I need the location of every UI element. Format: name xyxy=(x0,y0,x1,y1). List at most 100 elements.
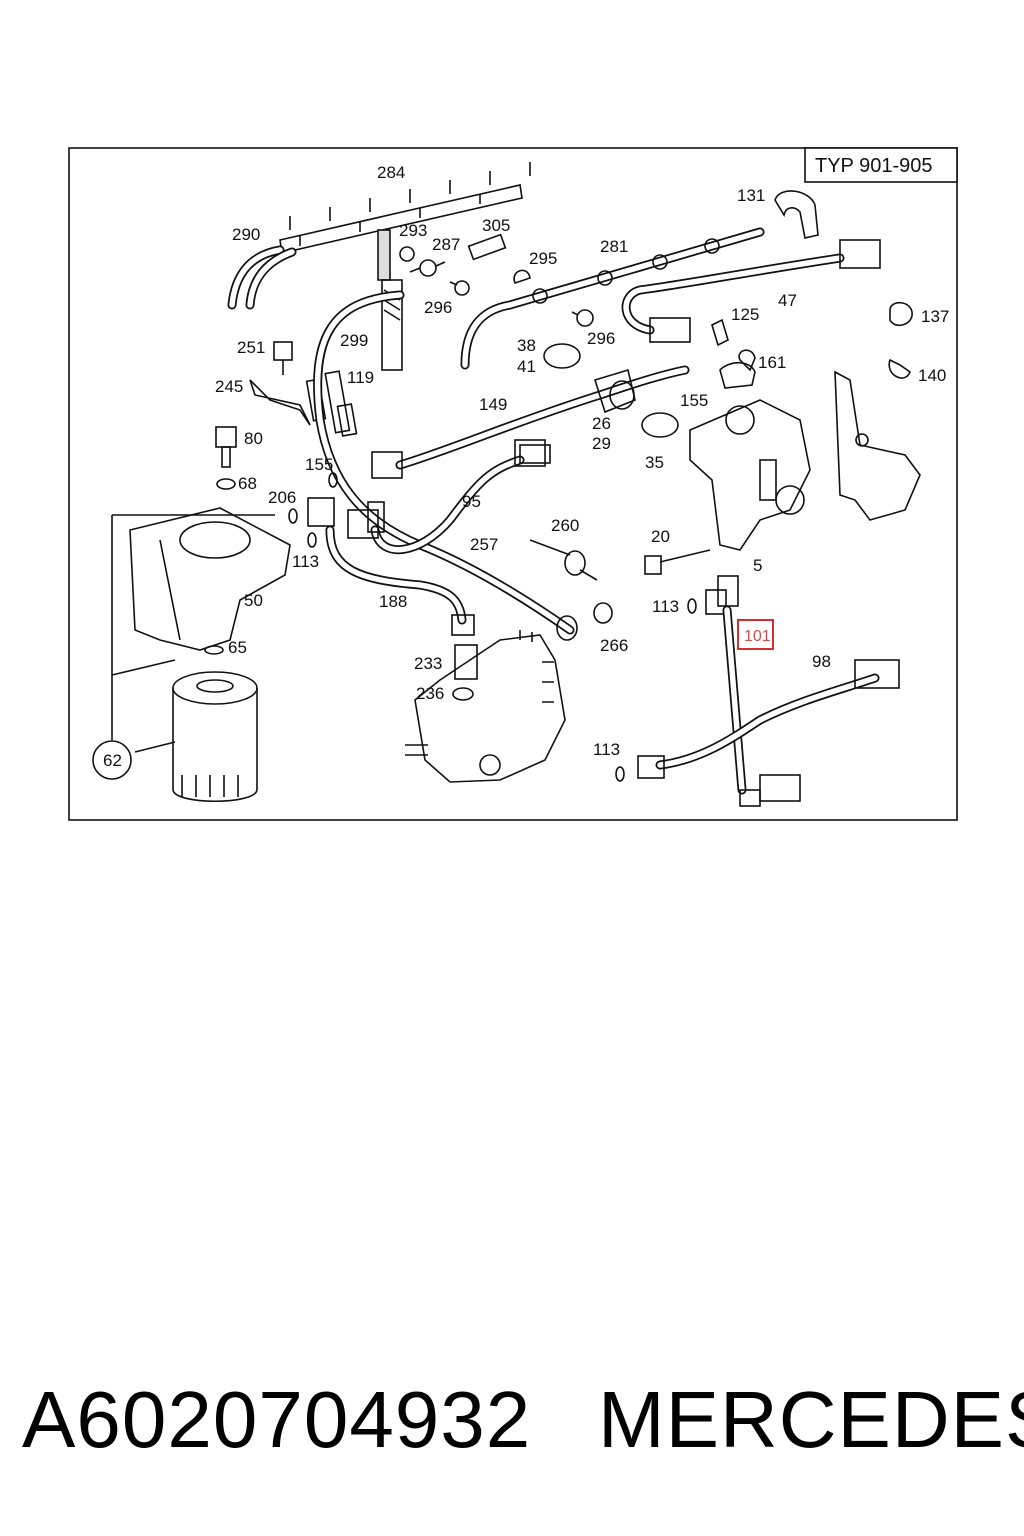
callout-line-62 xyxy=(111,514,275,753)
hose-281 xyxy=(460,227,765,370)
bracket-245 xyxy=(249,379,311,426)
banjo-fitting xyxy=(556,615,578,641)
bolt-260 xyxy=(529,539,598,581)
label-281: 281 xyxy=(600,237,628,256)
label-266: 266 xyxy=(600,636,628,655)
bolt-296-right xyxy=(571,309,594,327)
diagram-frame xyxy=(68,147,958,821)
callout-label-62: 62 xyxy=(103,751,122,770)
hose-149 xyxy=(371,365,690,479)
callout-circle-62 xyxy=(92,740,132,780)
clip-125 xyxy=(711,318,729,347)
label-257: 257 xyxy=(470,535,498,554)
label-290: 290 xyxy=(232,225,260,244)
parts-diagram: TYP 901-905 xyxy=(68,147,958,821)
label-29: 29 xyxy=(592,434,611,453)
label-119: 119 xyxy=(347,368,374,387)
hose-95 xyxy=(370,439,551,555)
label-113-right: 113 xyxy=(652,597,679,616)
label-41: 41 xyxy=(517,357,536,376)
washer-293 xyxy=(399,246,415,262)
filter-cartridge xyxy=(172,671,258,802)
label-68: 68 xyxy=(238,474,257,493)
type-box xyxy=(804,147,958,183)
label-137: 137 xyxy=(921,307,949,326)
label-113-left: 113 xyxy=(292,552,319,571)
label-26: 26 xyxy=(592,414,611,433)
part-number: A6020704932 xyxy=(22,1375,532,1464)
clip-161 xyxy=(738,349,756,372)
label-50: 50 xyxy=(244,591,263,610)
label-20: 20 xyxy=(651,527,670,546)
connector-5 xyxy=(705,575,739,615)
ring-113-right xyxy=(687,598,697,614)
label-233: 233 xyxy=(414,654,442,673)
ring-65 xyxy=(204,645,224,655)
label-125: 125 xyxy=(731,305,759,324)
label-284: 284 xyxy=(377,163,405,182)
hose-47 xyxy=(621,239,881,343)
ring-68 xyxy=(216,478,236,490)
ring-113-left xyxy=(307,532,317,548)
label-293: 293 xyxy=(399,221,427,240)
clip-295 xyxy=(513,269,531,285)
label-65: 65 xyxy=(228,638,247,657)
clip-140 xyxy=(888,358,911,379)
brand-name: MERCEDES xyxy=(598,1375,1024,1464)
label-155-right: 155 xyxy=(680,391,708,410)
label-236: 236 xyxy=(416,684,444,703)
label-38: 38 xyxy=(517,336,536,355)
label-287: 287 xyxy=(432,235,460,254)
fitting-287 xyxy=(409,259,446,277)
label-80: 80 xyxy=(244,429,263,448)
connector-bottom xyxy=(739,774,801,807)
valve-connector xyxy=(347,501,385,539)
injection-pump xyxy=(405,630,566,783)
label-245: 245 xyxy=(215,377,243,396)
washer-266 xyxy=(593,602,613,624)
pump-housing xyxy=(689,361,811,551)
label-155-left: 155 xyxy=(305,455,333,474)
label-206: 206 xyxy=(268,488,296,507)
bracket-right xyxy=(834,370,921,521)
clamp-35 xyxy=(641,412,679,438)
label-299: 299 xyxy=(340,331,368,350)
label-161: 161 xyxy=(758,353,786,372)
clip-131 xyxy=(774,190,819,239)
bolt-20 xyxy=(644,549,711,575)
label-188: 188 xyxy=(379,592,407,611)
fuel-line-101 xyxy=(722,605,747,795)
highlight-label-101: 101 xyxy=(744,628,771,645)
label-260: 260 xyxy=(551,516,579,535)
label-295: 295 xyxy=(529,249,557,268)
sleeve-26 xyxy=(593,368,636,414)
filter-housing-50 xyxy=(129,507,291,651)
label-98: 98 xyxy=(812,652,831,671)
fitting-206 xyxy=(288,497,335,527)
pin-305 xyxy=(467,233,507,261)
ring-155-left xyxy=(328,472,338,488)
label-131: 131 xyxy=(737,186,765,205)
label-5: 5 xyxy=(753,556,762,575)
fuel-line-188 xyxy=(325,525,475,636)
bolt-251 xyxy=(273,341,293,375)
label-296-right: 296 xyxy=(587,329,615,348)
highlight-box-101 xyxy=(737,619,774,650)
label-35: 35 xyxy=(645,453,664,472)
bracket-hole xyxy=(855,433,869,447)
clamp-38 xyxy=(543,343,581,369)
footer: A6020704932 MERCEDES xyxy=(0,1365,1024,1475)
label-296-left: 296 xyxy=(424,298,452,317)
label-305: 305 xyxy=(482,216,510,235)
bolt-296-left xyxy=(449,280,470,296)
bolt-80 xyxy=(215,426,237,468)
label-47: 47 xyxy=(778,291,797,310)
label-140: 140 xyxy=(918,366,946,385)
type-label: TYP 901-905 xyxy=(815,155,933,177)
label-95: 95 xyxy=(462,492,481,511)
label-251: 251 xyxy=(237,338,265,357)
fuel-line-257 xyxy=(313,290,575,635)
hose-98 xyxy=(615,659,900,782)
clip-137 xyxy=(889,301,913,327)
hose-290 xyxy=(227,245,297,310)
